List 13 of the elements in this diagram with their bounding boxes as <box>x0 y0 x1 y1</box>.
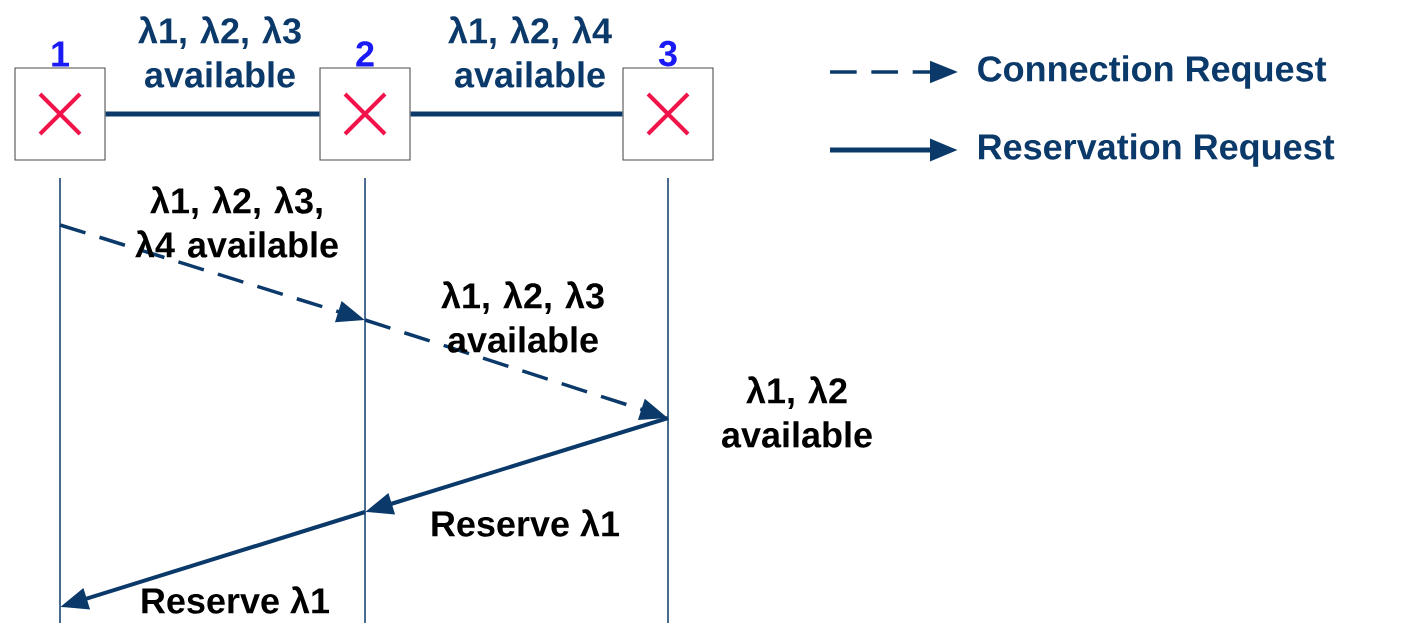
link-line <box>410 111 623 117</box>
edge-label: Reserve λ1 <box>432 509 619 537</box>
edge-label: λ1, λ2, λ4 available <box>448 16 612 88</box>
legend-text: Connection Request <box>978 55 1327 89</box>
link-line <box>105 111 320 117</box>
node-number: 1 <box>52 41 70 67</box>
legend-text: Reservation Request <box>979 133 1335 167</box>
edge-label: λ1, λ2, λ3 available <box>138 16 301 88</box>
node-number: 2 <box>356 41 374 67</box>
node-number: 3 <box>658 40 677 67</box>
edge-label: λ1, λ2, λ3 available <box>441 281 604 353</box>
edge-label: Reserve λ1 <box>142 586 329 614</box>
edge-label: λ1, λ2, λ3, λ4 available <box>135 186 338 258</box>
